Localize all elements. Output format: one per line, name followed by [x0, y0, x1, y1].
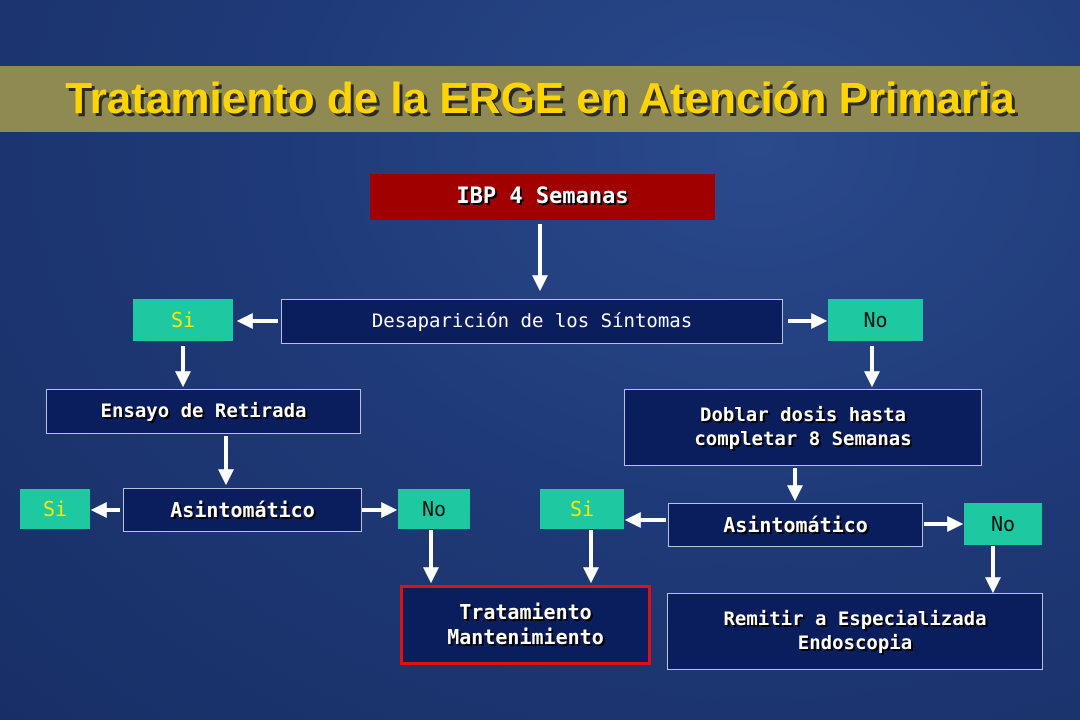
node-remitir-especializada: Remitir a Especializada Endoscopia	[667, 593, 1043, 670]
page-title: Tratamiento de la ERGE en Atención Prima…	[65, 74, 1015, 123]
node-label-line2: completar 8 Semanas	[694, 427, 912, 450]
node-label: Desaparición de los Síntomas	[371, 309, 693, 332]
title-band	[0, 66, 1080, 132]
node-ensayo-retirada: Ensayo de Retirada	[46, 389, 361, 434]
node-tratamiento-mantenimiento: Tratamiento Mantenimiento	[400, 585, 651, 665]
node-label: Si	[170, 307, 196, 332]
node-label: IBP 4 Semanas	[456, 184, 629, 210]
node-label: No	[863, 307, 888, 332]
node-label-line2: Mantenimiento	[447, 625, 604, 649]
node-si-right: Si	[540, 489, 624, 529]
node-no-right: No	[964, 503, 1042, 545]
node-si-top: Si	[133, 299, 233, 341]
node-label-line2: Endoscopia	[797, 631, 913, 654]
node-label: Asintomático	[170, 497, 315, 522]
node-no-left: No	[398, 489, 470, 529]
node-asintomatico-left: Asintomático	[123, 488, 362, 532]
node-doblar-dosis: Doblar dosis hasta completar 8 Semanas	[624, 389, 982, 466]
node-si-left: Si	[20, 489, 90, 529]
node-label: Si	[42, 496, 68, 521]
node-ibp-4-semanas: IBP 4 Semanas	[370, 174, 715, 220]
node-label: No	[990, 511, 1016, 536]
node-label-line1: Doblar dosis hasta	[700, 403, 906, 426]
node-no-top: No	[828, 299, 923, 341]
node-label: Ensayo de Retirada	[100, 399, 307, 422]
node-label-line1: Remitir a Especializada	[723, 607, 987, 630]
node-label-line1: Tratamiento	[459, 600, 592, 624]
node-label: Asintomático	[723, 512, 868, 537]
node-asintomatico-right: Asintomático	[668, 503, 923, 547]
node-label: No	[421, 496, 447, 521]
node-label: Si	[569, 496, 595, 521]
node-desaparicion-sintomas: Desaparición de los Síntomas	[281, 299, 783, 344]
